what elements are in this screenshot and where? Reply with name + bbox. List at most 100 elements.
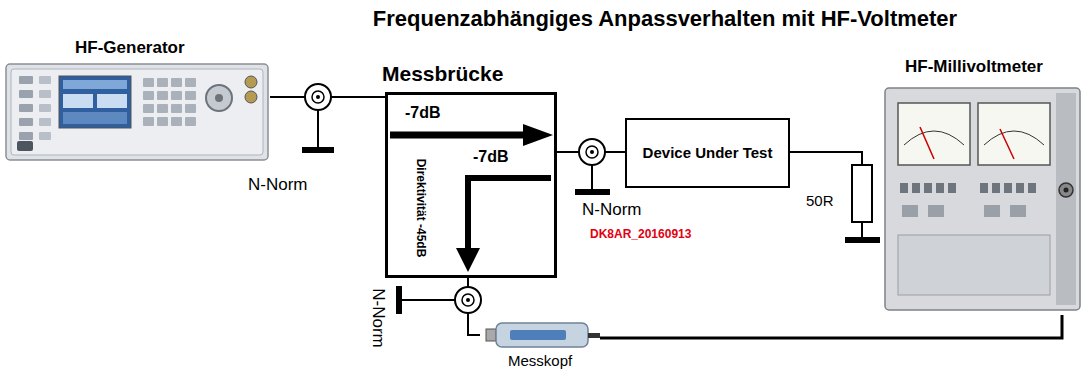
button <box>936 183 944 193</box>
rotary-knob <box>206 85 232 111</box>
millivoltmeter: HF-Millivoltmeter <box>880 55 1085 315</box>
coupled-arrow <box>456 248 480 272</box>
screen-field <box>63 112 127 124</box>
meter-needle <box>920 127 934 159</box>
device-under-test: Device Under Test <box>625 118 790 188</box>
probe-stripe <box>510 330 566 340</box>
coupling-label: -7dB <box>405 104 441 122</box>
button <box>948 183 956 193</box>
probe-socket <box>1064 188 1069 193</box>
generator-screen <box>59 76 131 128</box>
button <box>984 205 1000 217</box>
connector-label: N-Norm <box>582 200 642 220</box>
bridge-heading: Messbrücke <box>382 62 503 86</box>
button <box>1028 183 1036 193</box>
button <box>928 205 944 217</box>
screen-field <box>63 94 93 108</box>
cable-line <box>557 151 625 153</box>
dut-label: Device Under Test <box>643 144 773 161</box>
button <box>1004 183 1012 193</box>
coupled-arrow <box>465 175 471 250</box>
forward-arrow <box>390 132 526 139</box>
key <box>143 78 154 87</box>
meter-window <box>978 103 1050 165</box>
generator-body <box>6 64 268 160</box>
key <box>171 104 182 113</box>
button <box>19 118 33 126</box>
measuring-bridge: Messbrücke -7dB -7dB Direktivität -45dB <box>385 62 557 278</box>
meter-needle <box>1000 129 1014 159</box>
directivity-label: Direktivität -45dB <box>413 159 427 258</box>
button <box>980 183 988 193</box>
key <box>171 117 182 126</box>
key <box>143 117 154 126</box>
side-panel <box>1056 93 1076 305</box>
button <box>1016 183 1024 193</box>
rf-socket <box>245 76 257 88</box>
probe-label: Messkopf <box>508 352 572 369</box>
voltmeter-body <box>885 88 1080 310</box>
lower-panel <box>898 235 1050 295</box>
key <box>143 91 154 100</box>
key <box>157 91 168 100</box>
button <box>39 132 51 140</box>
button <box>19 90 33 98</box>
button <box>19 132 33 140</box>
bridge-illustration <box>385 62 557 278</box>
button <box>902 205 918 217</box>
coupling-label: -7dB <box>473 148 509 166</box>
coax-connector <box>399 286 481 314</box>
probe-cable-end <box>588 333 600 338</box>
button <box>1010 205 1026 217</box>
connector-label: N-Norm <box>368 288 388 348</box>
bridge-housing <box>387 94 556 277</box>
key <box>171 91 182 100</box>
generator-front <box>11 69 263 155</box>
key <box>185 117 196 126</box>
button <box>39 104 51 112</box>
key <box>171 78 182 87</box>
key <box>185 91 196 100</box>
button <box>39 76 51 84</box>
drawing-id: DK8AR_20160913 <box>590 228 691 242</box>
resistor-value: 50R <box>806 192 834 209</box>
key <box>143 104 154 113</box>
rotary-knob <box>215 94 223 102</box>
signal-generator: HF-Generator <box>5 38 270 163</box>
button <box>39 90 51 98</box>
resistor-symbol <box>790 152 880 240</box>
cable-connector <box>600 315 1062 338</box>
meter-scale <box>984 131 1044 145</box>
key <box>157 117 168 126</box>
key <box>185 104 196 113</box>
key <box>157 104 168 113</box>
power-switch <box>17 141 33 151</box>
key <box>185 78 196 87</box>
coax-connector <box>575 139 610 192</box>
button <box>992 183 1000 193</box>
rf-socket <box>245 91 257 103</box>
button <box>924 183 932 193</box>
button <box>39 118 51 126</box>
voltmeter-illustration <box>880 55 1085 315</box>
measuring-probe: Messkopf <box>480 318 600 376</box>
probe-body <box>496 323 588 347</box>
meter-scale <box>904 131 964 145</box>
probe-socket <box>1059 183 1073 197</box>
button <box>912 183 920 193</box>
screen-field <box>63 80 127 89</box>
diagram-title: Frequenzabhängiges Anpassverhalten mit H… <box>280 6 1050 31</box>
meter-window <box>898 103 970 165</box>
screen-field <box>97 94 127 108</box>
device-label: HF-Millivoltmeter <box>905 57 1043 77</box>
connector-label: N-Norm <box>248 175 308 195</box>
cable-line <box>600 315 1062 338</box>
coupled-arrow <box>465 175 551 181</box>
coax-connector <box>302 84 334 150</box>
device-label: HF-Generator <box>75 38 185 58</box>
button <box>19 104 33 112</box>
key <box>157 78 168 87</box>
forward-arrow <box>523 124 553 146</box>
button <box>900 183 908 193</box>
